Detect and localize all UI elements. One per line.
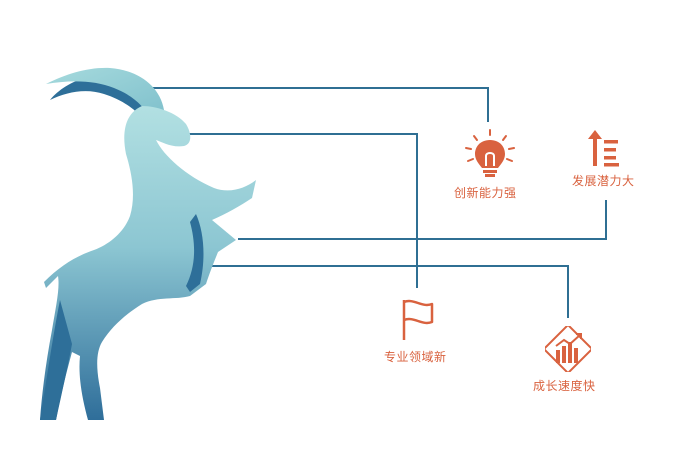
- connector-potential: [238, 200, 607, 240]
- speed-label: 成长速度快: [533, 379, 596, 393]
- bar-chart-icon: [542, 323, 594, 375]
- connector-speed: [150, 265, 569, 318]
- lightbulb-icon: [465, 129, 515, 177]
- goat-front-horn: [46, 67, 164, 118]
- goat-front-leg: [186, 214, 204, 292]
- innovation-feature: [458, 128, 522, 178]
- domain-feature: [398, 296, 444, 342]
- connector-innovation: [150, 87, 489, 122]
- domain-label: 专业领域新: [384, 350, 447, 364]
- goat-body: [40, 106, 256, 420]
- connector-lines: [150, 87, 607, 318]
- flag-icon: [402, 299, 434, 340]
- connector-domain: [188, 133, 418, 288]
- goat-hind-leg: [40, 300, 72, 420]
- goat-illustration: [40, 67, 256, 420]
- innovation-label: 创新能力强: [454, 186, 517, 200]
- potential-feature: [587, 126, 627, 170]
- speed-feature: [542, 323, 594, 375]
- growth-arrow-icon: [588, 130, 619, 167]
- potential-label: 发展潜力大: [572, 174, 635, 188]
